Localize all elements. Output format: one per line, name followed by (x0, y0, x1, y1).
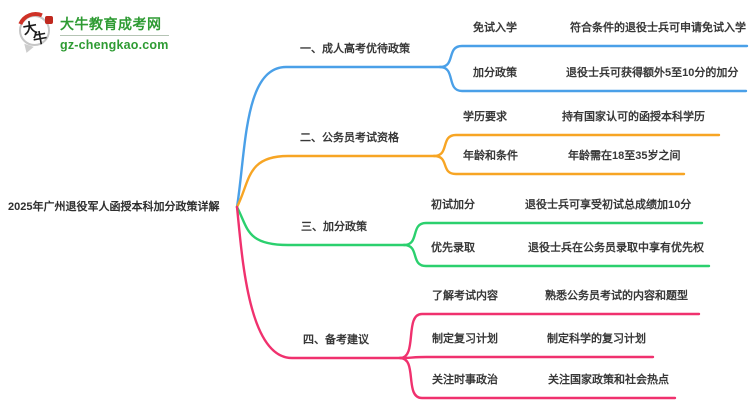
branch-3-child-1-value: 退役士兵可享受初试总成绩加10分 (525, 199, 692, 211)
branch-1-trunk-line (235, 65, 442, 209)
branch-1-child-1-value: 符合条件的退役士兵可申请免试入学 (570, 22, 746, 34)
branch-2-child-1-label: 学历要求 (463, 111, 507, 123)
root-topic: 2025年广州退役军人函授本科加分政策详解 (8, 201, 220, 213)
branch-1-fork-line-1 (438, 44, 749, 69)
branch-4-trunk-line (235, 205, 402, 360)
branch-2-trunk-line (235, 154, 436, 209)
logo-bubble-tail (20, 43, 34, 60)
branch-2-child-1-value: 持有国家认可的函授本科学历 (562, 111, 705, 123)
logo-seal-icon (45, 16, 53, 24)
branch-4-fork-line-1 (398, 312, 701, 360)
site-url: gz-chengkao.com (60, 38, 169, 52)
branch-3-trunk-line (235, 205, 406, 247)
branch-2-child-2-label: 年龄和条件 (463, 150, 518, 162)
branch-4-child-2-label: 制定复习计划 (432, 333, 498, 345)
branch-4-fork-line-3 (398, 356, 677, 400)
branch-2-label: 二、公务员考试资格 (300, 132, 399, 144)
branch-4-child-1-label: 了解考试内容 (432, 290, 498, 302)
branch-4-child-3-label: 关注时事政治 (432, 374, 498, 386)
branch-3-child-2-label: 优先录取 (431, 242, 475, 254)
logo-bubble-icon (19, 15, 50, 46)
branch-1-fork-line-2 (438, 65, 748, 93)
branch-4-child-2-value: 制定科学的复习计划 (547, 333, 646, 345)
site-logo: 大 牛 大牛教育成考网 gz-chengkao.com (11, 6, 169, 60)
branch-3-label: 三、加分政策 (301, 221, 367, 233)
site-name: 大牛教育成考网 (60, 16, 162, 32)
branch-1-child-1-label: 免试入学 (473, 22, 517, 34)
branch-1-label: 一、成人高考优待政策 (300, 43, 410, 55)
brand-divider (60, 35, 169, 36)
branch-4-child-3-value: 关注国家政策和社会热点 (548, 374, 669, 386)
logo-mark: 大 牛 (11, 6, 60, 60)
branch-3-fork-line-2 (402, 243, 711, 268)
branch-2-fork-line-1 (432, 133, 721, 158)
branch-3-child-2-value: 退役士兵在公务员录取中享有优先权 (528, 242, 704, 254)
brand-text: 大牛教育成考网 gz-chengkao.com (60, 11, 169, 52)
branch-1-child-2-value: 退役士兵可获得额外5至10分的加分 (566, 67, 739, 79)
branch-1-child-2-label: 加分政策 (473, 67, 517, 79)
branch-2-fork-line-2 (432, 154, 686, 176)
branch-2-child-2-value: 年龄需在18至35岁之间 (568, 150, 681, 162)
branch-4-child-1-value: 熟悉公务员考试的内容和题型 (545, 290, 688, 302)
branch-3-fork-line-1 (402, 221, 704, 247)
branch-3-child-1-label: 初试加分 (431, 199, 475, 211)
branch-4-fork-line-2 (398, 355, 655, 360)
branch-4-label: 四、备考建议 (303, 334, 369, 346)
